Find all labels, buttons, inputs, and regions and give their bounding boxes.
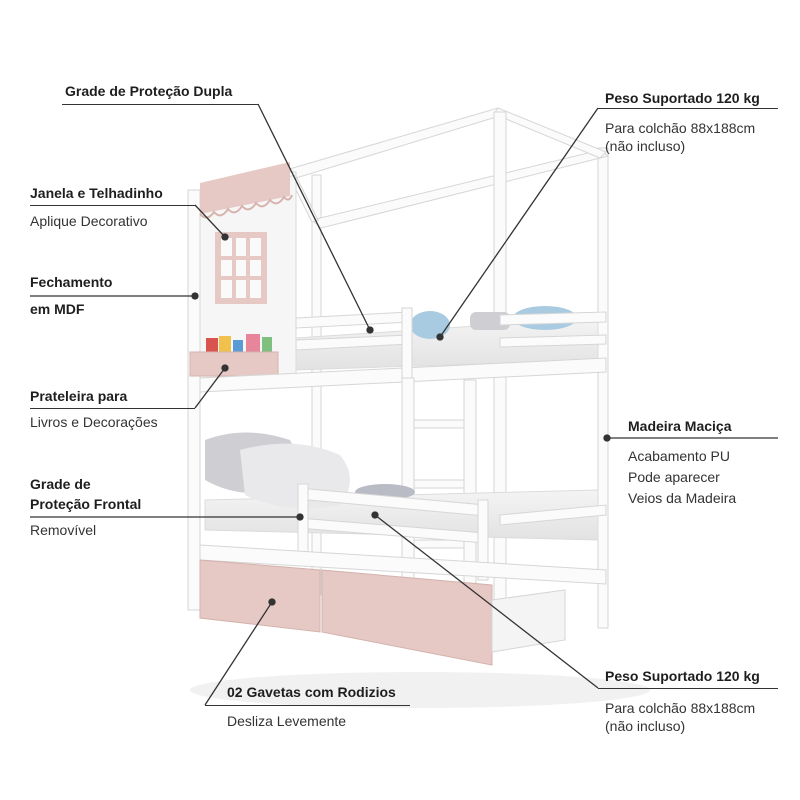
label-madeira-desc2: Pode aparecer <box>628 469 720 485</box>
leader-peso-bottom <box>374 514 599 689</box>
dot-grade-frontal <box>296 513 304 521</box>
book-pink <box>246 334 260 356</box>
label-fechamento-line1: Fechamento <box>30 274 113 290</box>
label-grade-dupla: Grade de Proteção Dupla <box>65 83 233 99</box>
dot-grade-dupla <box>366 326 374 334</box>
book-blue <box>233 340 243 356</box>
leader-prateleira <box>194 367 226 409</box>
leader-gavetas <box>204 601 273 706</box>
upper-blue-cushion <box>410 311 450 339</box>
dot-madeira <box>603 434 611 442</box>
dot-gavetas <box>268 598 276 606</box>
rule-peso-top <box>598 108 778 109</box>
label-madeira-title: Madeira Maciça <box>628 418 732 434</box>
label-gavetas-title: 02 Gavetas com Rodizios <box>227 684 396 700</box>
ladder-rung-1 <box>413 419 465 429</box>
label-peso-top-desc1: Para colchão 88x188cm <box>605 120 756 136</box>
ladder-rung-2 <box>413 479 465 489</box>
dot-peso-bottom <box>371 511 379 519</box>
dot-janela <box>221 233 229 241</box>
book-yellow <box>219 336 231 356</box>
floor-shadow <box>190 672 650 708</box>
leader-janela <box>194 204 226 238</box>
lower-side-rail <box>499 504 607 526</box>
label-prateleira-desc: Livros e Decorações <box>30 414 158 430</box>
rule-grade-dupla <box>62 104 258 105</box>
label-madeira-desc3: Veios da Madeira <box>628 490 737 506</box>
label-peso-top-desc2: (não incluso) <box>605 138 686 154</box>
lower-guard-post-right <box>477 499 489 581</box>
label-madeira-desc1: Acabamento PU <box>628 448 730 464</box>
rule-janela <box>30 205 195 206</box>
label-peso-bottom-title: Peso Suportado 120 kg <box>605 668 760 684</box>
label-grade-frontal-line2: Proteção Frontal <box>30 496 142 512</box>
dot-prateleira <box>221 364 229 372</box>
drawer-right <box>321 569 493 666</box>
label-grade-frontal-line1: Grade de <box>30 476 91 492</box>
upper-bunk <box>199 306 607 393</box>
upper-rail-right-mid <box>499 334 607 348</box>
label-peso-top-title: Peso Suportado 120 kg <box>605 90 760 106</box>
roof-awning <box>200 162 290 214</box>
dot-peso-top <box>436 333 444 341</box>
leader-grade-dupla <box>257 103 371 331</box>
back-right-post <box>597 147 609 629</box>
label-gavetas-desc: Desliza Levemente <box>227 713 347 729</box>
book-green <box>262 337 272 356</box>
ladder-rung-3 <box>413 539 465 549</box>
rule-prateleira <box>30 408 195 409</box>
label-janela-title: Janela e Telhadinho <box>30 185 163 201</box>
drawer-open-box <box>491 589 566 653</box>
label-janela-desc: Aplique Decorativo <box>30 213 148 229</box>
lower-front-beam <box>199 544 607 585</box>
window-pane <box>221 238 261 298</box>
label-peso-bottom-desc2: (não incluso) <box>605 718 686 734</box>
label-prateleira-title: Prateleira para <box>30 388 128 404</box>
leader-peso-top <box>439 107 599 338</box>
awning-scallops <box>199 194 293 219</box>
book-shelf <box>189 334 279 377</box>
lower-bunk <box>199 432 607 585</box>
label-peso-bottom-desc1: Para colchão 88x188cm <box>605 700 756 716</box>
drawers <box>199 559 566 666</box>
rule-peso-bottom <box>598 688 778 689</box>
rule-gavetas <box>205 705 410 706</box>
drawer-left <box>199 559 321 633</box>
label-grade-frontal-desc: Removível <box>30 522 97 538</box>
upper-rail-right-top <box>499 311 607 326</box>
label-fechamento-line2: em MDF <box>30 301 85 317</box>
dot-fechamento <box>191 292 199 300</box>
